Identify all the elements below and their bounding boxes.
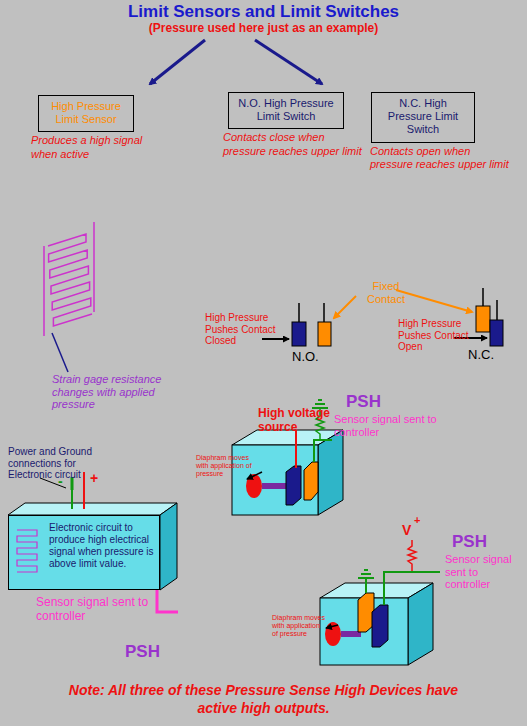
pointer-arrow — [255, 40, 322, 84]
contact-lead — [298, 303, 300, 322]
voltage-wire — [295, 430, 297, 468]
signal-wire — [314, 440, 332, 462]
moving-contact — [372, 605, 388, 647]
push-rod — [262, 483, 286, 489]
moving-contact — [490, 320, 503, 346]
label-text: High Pressure Pushes Contact Closed — [205, 312, 293, 347]
leader-line — [52, 333, 68, 372]
box-text: High Pressure Limit Sensor — [45, 100, 127, 126]
label-text: + — [90, 470, 102, 486]
fixed-contact — [318, 322, 331, 346]
label-text: (Pressure used here just as an example) — [0, 22, 527, 36]
fixed-contact — [476, 306, 490, 332]
box-text: N.O. High Pressure Limit Switch — [235, 97, 337, 123]
signal-wire — [384, 572, 440, 605]
box-text: N.C. High Pressure Limit Switch — [378, 97, 468, 137]
label-text: PSH — [125, 642, 175, 662]
label-text: Diaphram moves with application of press… — [196, 454, 262, 478]
contact-lead — [323, 303, 325, 322]
device-box: N.O. High Pressure Limit SwitchContacts … — [228, 92, 344, 129]
box-caption: Contacts open when pressure reaches uppe… — [370, 145, 510, 171]
title: Limit Sensors and Limit Switches — [0, 2, 527, 22]
leader-arrow — [334, 296, 356, 318]
diaphragm — [325, 622, 341, 646]
contact-lead — [496, 300, 498, 320]
moving-contact — [292, 322, 306, 346]
label-text: Strain gage resistance changes with appl… — [52, 373, 172, 411]
push-arrow — [262, 338, 289, 340]
switch-housing — [232, 430, 343, 515]
sensor-housing — [8, 503, 177, 590]
label-text: Sensor signal sent to controller — [445, 553, 523, 591]
signal-wire — [157, 590, 178, 612]
label-text: + — [414, 514, 426, 527]
label-text: Fixed Contact — [356, 280, 416, 305]
box-caption: Contacts close when pressure reaches upp… — [223, 131, 363, 157]
label-text: - — [58, 473, 68, 489]
ground-wire — [71, 490, 73, 509]
label-text: High Pressure Pushes Contact Open — [398, 318, 476, 353]
box-caption: Produces a high signal when active — [31, 134, 161, 160]
ground-wire — [365, 578, 367, 593]
note: Note: All three of these Pressure Sense … — [60, 682, 467, 717]
fixed-contact — [304, 462, 318, 500]
box-text: Electronic circuit to produce high elect… — [49, 522, 155, 570]
label-text: PSH — [452, 532, 502, 552]
label-text: Diaphram moves with application of press… — [272, 614, 326, 638]
ground-symbol — [358, 570, 374, 578]
strain-gage — [44, 222, 94, 336]
leader-arrow — [326, 625, 338, 628]
device-box: N.C. High Pressure Limit SwitchContacts … — [371, 92, 475, 143]
label-text: Sensor signal sent to controller — [334, 413, 444, 438]
circuit-block: Electronic circuit to produce high elect… — [8, 515, 160, 590]
pull-up-resistor — [408, 540, 416, 572]
label-text: PSH — [346, 392, 396, 412]
label-text: V — [402, 522, 416, 538]
label-text: N.C. — [468, 348, 508, 363]
contact-lead — [482, 288, 484, 306]
pointer-arrow — [150, 40, 205, 84]
label-text: N.O. — [292, 350, 332, 365]
leader-arrow — [247, 472, 262, 479]
device-box: High Pressure Limit SensorProduces a hig… — [38, 95, 134, 132]
moving-contact — [286, 466, 301, 505]
label-text: Sensor signal sent to controller — [36, 596, 156, 624]
label-text: Power and Ground connections for Electro… — [8, 446, 118, 481]
switch-housing — [320, 583, 433, 665]
leader-arrow — [396, 290, 472, 312]
label-text: High voltage source — [258, 407, 338, 435]
strain-gage-icon — [13, 524, 43, 584]
